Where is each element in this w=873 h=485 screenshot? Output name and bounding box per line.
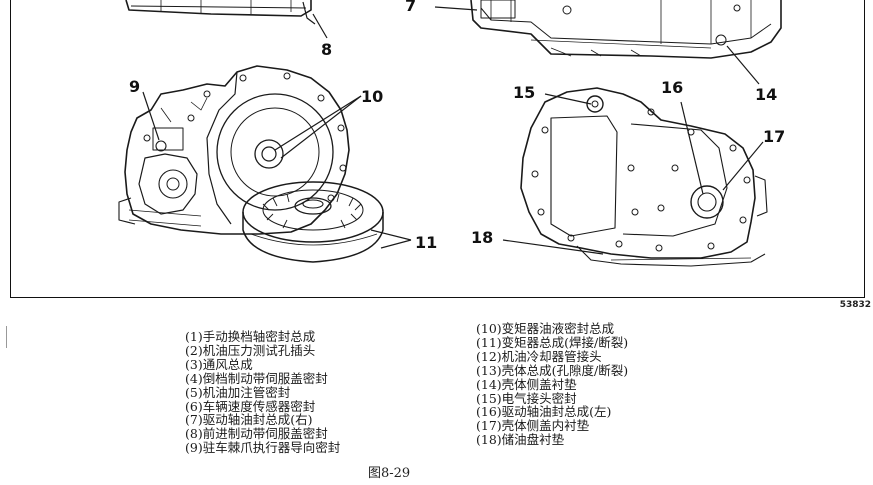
legend-item: (12)机油冷却器管接头 <box>476 348 602 364</box>
scan-margin-mark <box>6 326 7 348</box>
callout-11: 11 <box>415 233 438 252</box>
leader-14 <box>726 45 760 85</box>
legend-item: (7)驱动轴油封总成(右) <box>185 412 313 428</box>
leader-15 <box>544 93 592 105</box>
leader-10b <box>280 95 362 159</box>
legend-item: (3)通风总成 <box>185 356 253 372</box>
leader-10a <box>274 95 362 151</box>
legend-item: (15)电气接头密封 <box>476 390 577 406</box>
drawing-number: 53832 <box>839 300 871 310</box>
callout-9: 9 <box>129 77 141 96</box>
leader-11b <box>380 239 412 249</box>
leader-11a <box>370 229 412 241</box>
legend-left-column: (1)手动换档轴密封总成 (2)机油压力测试孔插头 (3)通风总成 (4)倒档制… <box>185 330 340 455</box>
callout-18: 18 <box>471 228 494 247</box>
legend-item: (8)前进制动带伺服盖密封 <box>185 426 328 442</box>
leader-7 <box>434 6 478 11</box>
top-left-housing <box>125 0 316 25</box>
callout-7: 7 <box>405 0 417 15</box>
legend-item: (6)车辆速度传感器密封 <box>185 398 316 414</box>
left-transaxle <box>118 65 350 235</box>
leader-18 <box>502 239 604 255</box>
leader-9 <box>142 91 160 141</box>
legend-item: (18)储油盘衬垫 <box>476 432 565 448</box>
legend-right-column: (10)变矩器油液密封总成 (11)变矩器总成(焊接/断裂) (12)机油冷却器… <box>476 322 628 447</box>
legend-item: (17)壳体侧盖内衬垫 <box>476 418 590 434</box>
legend-item: (4)倒档制动带伺服盖密封 <box>185 370 328 386</box>
right-transaxle <box>520 87 768 267</box>
callout-14: 14 <box>755 85 778 104</box>
legend-item: (9)驻车棘爪执行器导向密封 <box>185 440 341 456</box>
callout-17: 17 <box>763 127 786 146</box>
legend-item: (1)手动换档轴密封总成 <box>185 329 316 344</box>
leader-17 <box>722 141 764 191</box>
top-right-housing <box>470 0 782 59</box>
callout-15: 15 <box>513 83 536 102</box>
torque-converter <box>242 181 384 263</box>
legend-item: (13)壳体总成(孔隙度/断裂) <box>476 362 629 378</box>
leader-16 <box>680 101 704 195</box>
leader-8 <box>312 13 328 39</box>
transaxle-illustration <box>118 0 782 267</box>
callout-8: 8 <box>321 40 333 59</box>
figure-caption: 图8-29 <box>368 466 411 481</box>
legend-item: (11)变矩器总成(焊接/断裂) <box>476 334 629 350</box>
legend-item: (14)壳体侧盖衬垫 <box>476 376 577 392</box>
legend-item: (2)机油压力测试孔插头 <box>185 342 316 358</box>
legend-item: (16)驱动轴油封总成(左) <box>476 404 612 420</box>
legend-item: (5)机油加注管密封 <box>185 384 291 400</box>
figure-frame: 7 8 9 10 11 14 15 16 17 18 <box>10 0 865 298</box>
callout-10: 10 <box>361 87 384 106</box>
legend-item: (10)变矩器油液密封总成 <box>476 321 615 336</box>
callout-16: 16 <box>661 78 684 97</box>
